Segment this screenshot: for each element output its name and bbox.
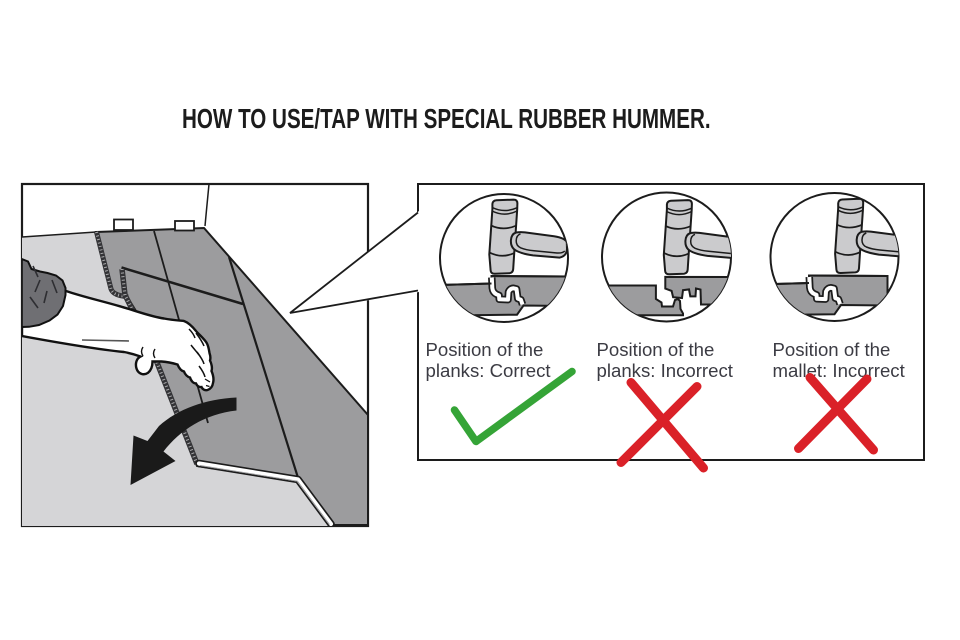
svg-text:Position of the: Position of the [597, 339, 715, 360]
svg-text:planks: Incorrect: planks: Incorrect [597, 360, 734, 381]
svg-text:Position of the: Position of the [773, 339, 891, 360]
svg-text:Position of the: Position of the [426, 339, 544, 360]
svg-text:planks: Correct: planks: Correct [426, 360, 552, 381]
svg-text:mallet: Incorrect: mallet: Incorrect [773, 360, 906, 381]
